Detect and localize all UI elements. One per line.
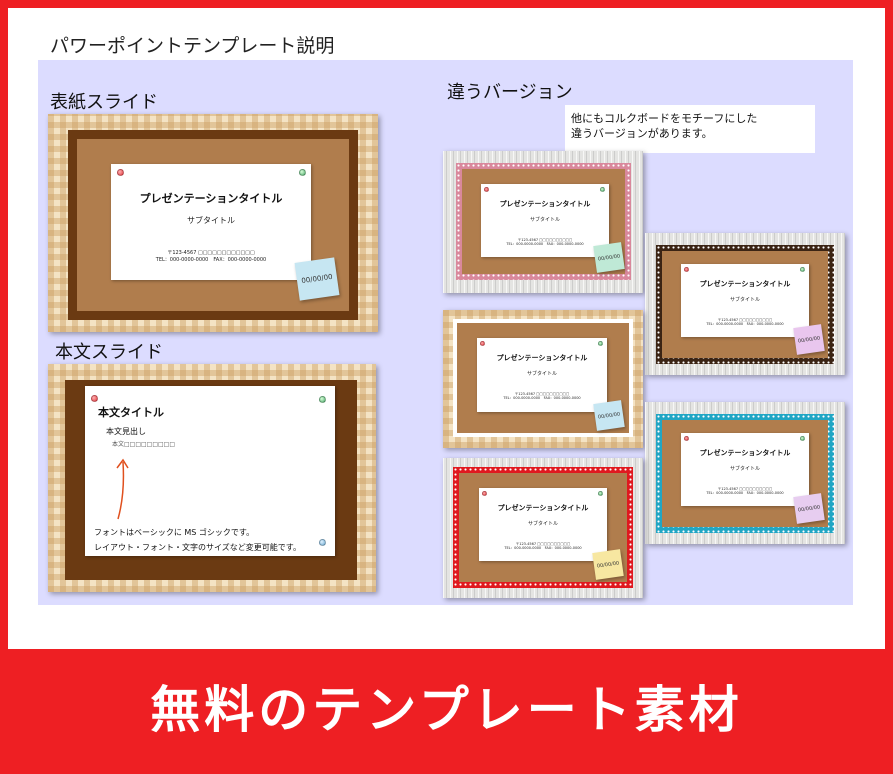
slide-title: プレゼンテーションタイトル [139, 192, 283, 205]
pin-icon [800, 436, 805, 441]
body-title: 本文タイトル [98, 406, 164, 419]
body-slide-label: 本文スライド [55, 342, 163, 363]
pin-icon [117, 169, 124, 176]
version-slide-blue[interactable]: プレゼンテーションタイトル サブタイトル 〒123-4567 □□□□□□□□□… [645, 402, 845, 544]
slide-subtitle: サブタイトル [729, 297, 760, 303]
slide-title: プレゼンテーションタイトル [699, 280, 791, 288]
slide-subtitle: サブタイトル [729, 466, 760, 472]
pin-icon [480, 341, 485, 346]
sticky-note: 00/00/00 [793, 324, 825, 355]
callout-box: 他にもコルクボードをモチーフにした 違うバージョンがあります。 [565, 105, 815, 153]
versions-label: 違うバージョン [447, 82, 573, 103]
title-paper: プレゼンテーションタイトル サブタイトル 〒123-4567 □□□□□□□□□… [479, 488, 607, 561]
body-heading: 本文見出し [106, 427, 146, 436]
pin-icon [684, 436, 689, 441]
title-paper: プレゼンテーションタイトル サブタイトル 〒123-4567 □□□□□□□□□… [481, 184, 609, 257]
slide-address: 〒123-4567 □□□□□□□□□□□□ [167, 250, 255, 256]
sticky-note: 00/00/00 [592, 549, 624, 580]
slide-subtitle: サブタイトル [187, 216, 235, 225]
version-slide-red[interactable]: プレゼンテーションタイトル サブタイトル 〒123-4567 □□□□□□□□□… [443, 458, 643, 598]
sticky-note: 00/00/00 [593, 242, 625, 273]
version-slide-brown[interactable]: プレゼンテーションタイトル サブタイトル 〒123-4567 □□□□□□□□□… [645, 233, 845, 375]
pin-icon [800, 267, 805, 272]
callout-line-2: 違うバージョンがあります。 [571, 127, 713, 140]
slide-title: プレゼンテーションタイトル [699, 449, 791, 457]
pin-icon [684, 267, 689, 272]
pin-icon [484, 187, 489, 192]
title-paper: プレゼンテーションタイトル サブタイトル 〒123-4567 □□□□□□□□□… [477, 338, 607, 412]
cover-slide-label: 表紙スライド [50, 92, 158, 113]
slide-address: 〒123-4567 □□□□□□□□□□ TEL：000-0000-0000 F… [503, 392, 581, 401]
slide-address: 〒123-4567 □□□□□□□□□□ TEL：000-0000-0000 F… [506, 238, 584, 247]
body-slide[interactable]: 本文タイトル 本文見出し 本文□□□□□□□□□ フォントはベーシックに MS … [48, 364, 376, 592]
slide-contact: TEL：000-0000-0000 FAX：000-0000-0000 [155, 257, 267, 263]
slide-address: 〒123-4567 □□□□□□□□□□ TEL：000-0000-0000 F… [706, 487, 784, 496]
pin-icon [319, 539, 326, 546]
slide-subtitle: サブタイトル [529, 217, 560, 223]
title-paper: プレゼンテーションタイトル サブタイトル 〒123-4567 □□□□□□□□□… [681, 433, 809, 506]
slide-title: プレゼンテーションタイトル [496, 354, 588, 362]
version-slide-gingham[interactable]: プレゼンテーションタイトル サブタイトル 〒123-4567 □□□□□□□□□… [443, 310, 643, 448]
footer-banner-text: 無料のテンプレート素材 [150, 681, 743, 739]
slide-title: プレゼンテーションタイトル [499, 200, 591, 208]
sticky-note: 00/00/00 [593, 400, 625, 431]
slide-subtitle: サブタイトル [526, 371, 557, 377]
slide-address: 〒123-4567 □□□□□□□□□□ TEL：000-0000-0000 F… [706, 318, 784, 327]
pin-icon [598, 491, 603, 496]
callout-line-1: 他にもコルクボードをモチーフにした [571, 112, 758, 125]
slide-subtitle: サブタイトル [527, 521, 558, 527]
slide-title: プレゼンテーションタイトル [497, 504, 589, 512]
pin-icon [319, 396, 326, 403]
sticky-note: 00/00/00 [793, 493, 825, 524]
slide-address: 〒123-4567 □□□□□□□□□□ TEL：000-0000-0000 F… [504, 542, 582, 551]
body-text: 本文□□□□□□□□□ [112, 441, 176, 448]
title-paper: プレゼンテーションタイトル サブタイトル 〒123-4567 □□□□□□□□□… [681, 264, 809, 337]
description-line-2: レイアウト・フォント・文字のサイズなど変更可能です。 [94, 543, 301, 552]
pin-icon [299, 169, 306, 176]
page-title: パワーポイントテンプレート説明 [50, 35, 335, 57]
version-slide-pink[interactable]: プレゼンテーションタイトル サブタイトル 〒123-4567 □□□□□□□□□… [443, 151, 643, 293]
pin-icon [91, 395, 98, 402]
pin-icon [600, 187, 605, 192]
pin-icon [482, 491, 487, 496]
pin-icon [598, 341, 603, 346]
sticky-note: 00/00/00 [294, 257, 340, 301]
content-paper: 本文タイトル 本文見出し 本文□□□□□□□□□ フォントはベーシックに MS … [85, 386, 335, 556]
description-line-1: フォントはベーシックに MS ゴシックです。 [94, 528, 255, 537]
cover-slide[interactable]: プレゼンテーションタイトル サブタイトル 〒123-4567 □□□□□□□□□… [48, 114, 378, 332]
title-paper: プレゼンテーションタイトル サブタイトル 〒123-4567 □□□□□□□□□… [111, 164, 311, 280]
arrow-icon [116, 458, 129, 520]
